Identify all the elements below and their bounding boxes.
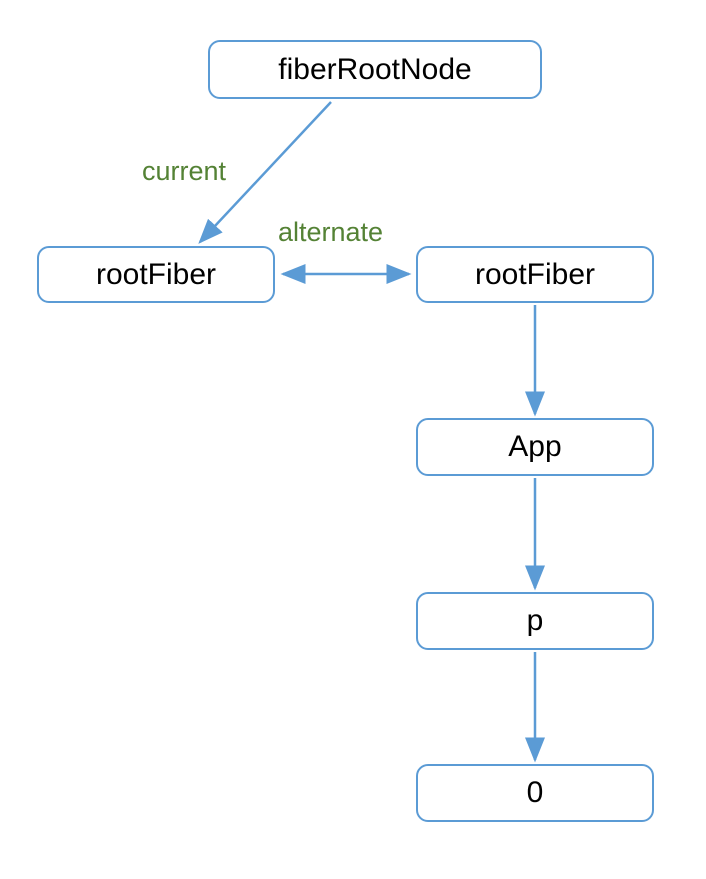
node-zero[interactable]: 0: [416, 764, 654, 822]
node-app-label: App: [508, 430, 562, 463]
node-rootfiber-alternate-label: rootFiber: [474, 257, 596, 291]
edge-label-current: current: [142, 156, 227, 186]
node-rootfiber-current[interactable]: rootFiber: [37, 246, 275, 303]
edge-label-alternate: alternate: [278, 217, 384, 247]
node-p[interactable]: p: [416, 592, 654, 650]
node-rootfiber-current-label: rootFiber: [95, 257, 217, 291]
node-zero-label: 0: [526, 776, 544, 809]
node-app[interactable]: App: [416, 418, 654, 476]
node-fiberrootnode[interactable]: fiberRootNode: [208, 40, 542, 99]
node-fiberrootnode-label: fiberRootNode: [278, 52, 472, 86]
node-rootfiber-alternate[interactable]: rootFiber: [416, 246, 654, 303]
node-p-label: p: [526, 604, 544, 637]
